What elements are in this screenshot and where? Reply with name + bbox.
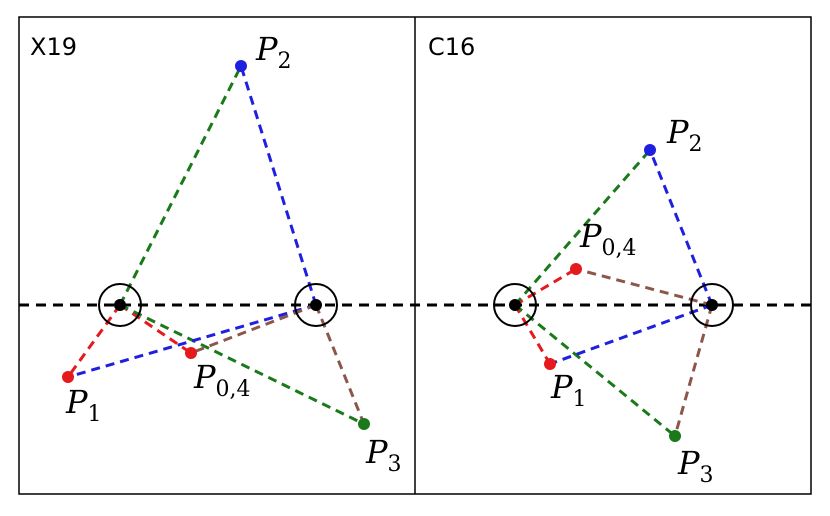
panel-label-c16: C16 <box>428 33 475 61</box>
focus-circle-left-c16 <box>493 283 537 327</box>
line-p3-focus-right-c16 <box>673 304 714 437</box>
label-p04: P0,4 <box>193 358 251 402</box>
focus-circle-right-c16 <box>690 283 734 327</box>
line-p1-focus-left-c16 <box>513 304 552 365</box>
label-p1-c16: P1 <box>550 368 587 412</box>
line-p3-focus-left-c16 <box>514 303 676 438</box>
line-p1-focus-left <box>66 304 122 378</box>
point-p04-c16 <box>570 263 582 275</box>
point-p1-c16 <box>544 358 556 370</box>
label-p1: P1 <box>65 383 102 427</box>
label-p3: P3 <box>365 433 402 477</box>
line-p2-focus-right <box>239 65 318 306</box>
label-p04-c16: P0,4 <box>579 217 637 261</box>
line-p04-focus-right-c16 <box>575 267 713 307</box>
focus-point-right <box>310 299 322 311</box>
line-p1-focus-right-c16 <box>549 303 713 366</box>
focus-circle-right <box>294 283 338 327</box>
line-p2-focus-right-c16 <box>648 149 714 306</box>
line-p2-focus-left-c16 <box>513 149 652 306</box>
focus-point-left <box>114 299 126 311</box>
line-p2-focus-left <box>118 65 243 306</box>
panel-c16: C16 P1 P2 P3 P0,4 <box>428 33 734 488</box>
focus-point-right-c16 <box>706 299 718 311</box>
panel-x19: X19 P1 P2 P3 P0,4 <box>30 30 402 477</box>
line-p04-focus-left-c16 <box>514 267 577 307</box>
point-p1 <box>62 371 74 383</box>
line-p3-focus-left <box>119 303 365 426</box>
line-p04-focus-right <box>190 303 317 355</box>
label-p2: P2 <box>255 30 292 74</box>
panel-label-x19: X19 <box>30 33 77 61</box>
line-p1-focus-right <box>67 303 317 379</box>
line-p3-focus-right <box>314 304 366 425</box>
point-p2 <box>235 60 247 72</box>
point-p3-c16 <box>669 430 681 442</box>
point-p2-c16 <box>644 144 656 156</box>
label-p3-c16: P3 <box>677 444 714 488</box>
label-p2-c16: P2 <box>666 113 703 157</box>
focus-point-left-c16 <box>509 299 521 311</box>
point-p04 <box>185 347 197 359</box>
point-p3 <box>358 418 370 430</box>
focus-circle-left <box>98 283 142 327</box>
